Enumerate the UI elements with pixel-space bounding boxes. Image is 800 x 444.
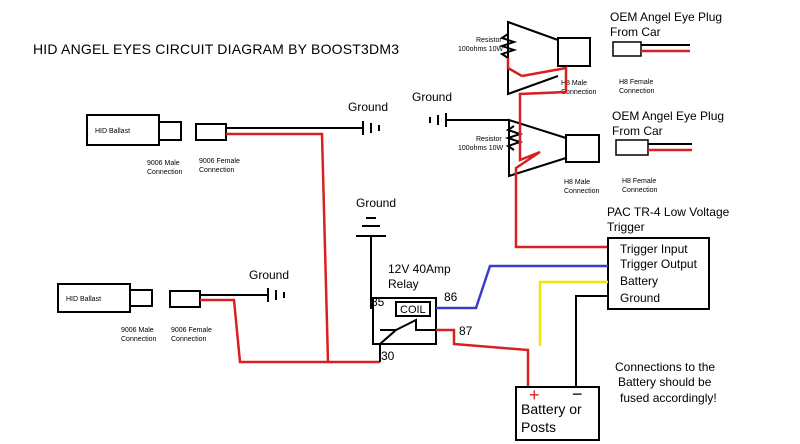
relay-pin-30: 30 xyxy=(381,349,395,363)
hid-ballast-top-label: HID Ballast xyxy=(95,128,130,135)
trigger-label-2: Trigger xyxy=(607,220,645,234)
trigger-input-label: Trigger Input xyxy=(620,242,688,256)
relay-pin-87: 87 xyxy=(459,324,473,338)
diagram-title: HID ANGEL EYES CIRCUIT DIAGRAM BY BOOST3… xyxy=(33,41,399,57)
male-connector-bottom xyxy=(129,289,153,307)
ballast-top-group: HID Ballast 9006 Male Connection 9006 Fe… xyxy=(86,100,388,363)
h8-female-bottom-label-2: Connection xyxy=(622,187,658,194)
ground-symbol-angel-eye xyxy=(429,113,447,127)
trigger-ground-label: Ground xyxy=(620,291,660,305)
relay-coil xyxy=(395,301,431,317)
resistor-bottom-label-2: 100ohms 10W xyxy=(458,145,504,152)
battery-minus: − xyxy=(572,384,583,404)
male-connector-bottom-label-2: Connection xyxy=(121,336,157,343)
h8-male-top-label-2: Connection xyxy=(561,89,597,96)
relay-label-1: 12V 40Amp xyxy=(388,262,451,276)
oem-plug-top-label-2: From Car xyxy=(610,25,661,39)
female-connector-top xyxy=(195,123,227,141)
angel-eye-feed-wire xyxy=(514,66,608,249)
h8-male-bottom-label-2: Connection xyxy=(564,188,600,195)
hid-ballast-bottom-label: HID Ballast xyxy=(66,296,101,303)
angel-eye-bottom-cone xyxy=(508,118,567,178)
ground-symbol-relay xyxy=(356,217,386,237)
relay-87-wire xyxy=(436,328,530,388)
battery-box xyxy=(515,386,600,441)
relay-label-2: Relay xyxy=(388,277,419,291)
male-connector-top-label-2: Connection xyxy=(147,169,183,176)
h8-female-bottom xyxy=(615,139,649,156)
battery-plus: + xyxy=(529,385,540,405)
battery-label-1: Battery or xyxy=(521,401,582,417)
trigger-battery-label: Battery xyxy=(620,274,658,288)
relay-switch xyxy=(379,318,436,362)
ground-label-ballast-bottom: Ground xyxy=(249,268,289,282)
trigger-label-1: PAC TR-4 Low Voltage xyxy=(607,205,730,219)
female-connector-top-label-2: Connection xyxy=(199,167,235,174)
resistor-bottom-zigzag xyxy=(504,125,524,151)
fuse-note: Connections to the Battery should be fus… xyxy=(615,360,717,405)
resistor-top-zigzag xyxy=(498,33,518,59)
male-connector-top-label-1: 9006 Male xyxy=(147,160,180,167)
resistor-bottom-label-1: Resistor xyxy=(476,136,502,143)
male-connector-top xyxy=(158,121,182,141)
female-connector-bottom-label-1: 9006 Female xyxy=(171,327,212,334)
fuse-note-line-2: Battery should be xyxy=(618,375,712,389)
oem-plug-top-label-1: OEM Angel Eye Plug xyxy=(610,10,722,24)
oem-plug-bottom-label-2: From Car xyxy=(612,124,663,138)
female-connector-top-label-1: 9006 Female xyxy=(199,158,240,165)
hid-ballast-bottom xyxy=(57,283,131,313)
h8-female-top-label-2: Connection xyxy=(619,88,655,95)
relay-pin-85: 85 xyxy=(371,295,385,309)
h8-female-top xyxy=(612,41,642,57)
trigger-group: PAC TR-4 Low Voltage Trigger Trigger Inp… xyxy=(436,205,730,388)
male-connector-bottom-label-1: 9006 Male xyxy=(121,327,154,334)
fuse-note-line-1: Connections to the xyxy=(615,360,715,374)
h8-male-top xyxy=(557,37,591,67)
ballast-bottom-group: HID Ballast 9006 Male Connection 9006 Fe… xyxy=(57,268,380,364)
trigger-output-label: Trigger Output xyxy=(620,257,698,271)
ground-label-angel-eye: Ground xyxy=(412,90,452,104)
angel-eye-bottom-group: Ground Resistor 100ohms 10W H8 Male Conn… xyxy=(412,66,724,249)
h8-male-top-label-1: H8 Male xyxy=(561,80,587,87)
ground-label-relay: Ground xyxy=(356,196,396,210)
trigger-output-wire xyxy=(436,264,608,310)
angel-eye-top-cone xyxy=(507,20,559,96)
fuse-note-line-3: fused accordingly! xyxy=(620,391,717,405)
h8-female-top-label-1: H8 Female xyxy=(619,79,653,86)
female-connector-bottom-label-2: Connection xyxy=(171,336,207,343)
female-connector-bottom xyxy=(169,290,201,308)
trigger-box xyxy=(607,237,710,310)
ground-symbol-ballast-bottom xyxy=(267,288,285,302)
ground-label-ballast-top: Ground xyxy=(348,100,388,114)
h8-female-bottom-label-1: H8 Female xyxy=(622,178,656,185)
hid-ballast-top xyxy=(86,114,160,146)
battery-group: + − Battery or Posts xyxy=(515,384,600,441)
resistor-top-red-lead xyxy=(506,58,523,78)
oem-plug-bottom-label-1: OEM Angel Eye Plug xyxy=(612,109,724,123)
relay-coil-label: COIL xyxy=(400,304,426,316)
angel-eye-top-group: Resistor 100ohms 10W H8 Male Connection … xyxy=(458,10,722,96)
h8-male-bottom-label-1: H8 Male xyxy=(564,179,590,186)
ground-symbol-ballast-top xyxy=(362,121,380,135)
resistor-top-label-2: 100ohms 10W xyxy=(458,46,504,53)
ballast-top-power-wire xyxy=(226,132,330,363)
trigger-battery-wire xyxy=(538,280,608,346)
ballast-bottom-power-wire xyxy=(200,298,380,364)
battery-label-2: Posts xyxy=(521,419,556,435)
relay-group: Ground 12V 40Amp Relay COIL 85 86 87 30 xyxy=(356,196,530,388)
relay-pin-86: 86 xyxy=(444,290,458,304)
h8-male-bottom xyxy=(565,134,600,163)
trigger-ground-wire xyxy=(575,295,608,388)
resistor-top-label-1: Resistor xyxy=(476,37,502,44)
